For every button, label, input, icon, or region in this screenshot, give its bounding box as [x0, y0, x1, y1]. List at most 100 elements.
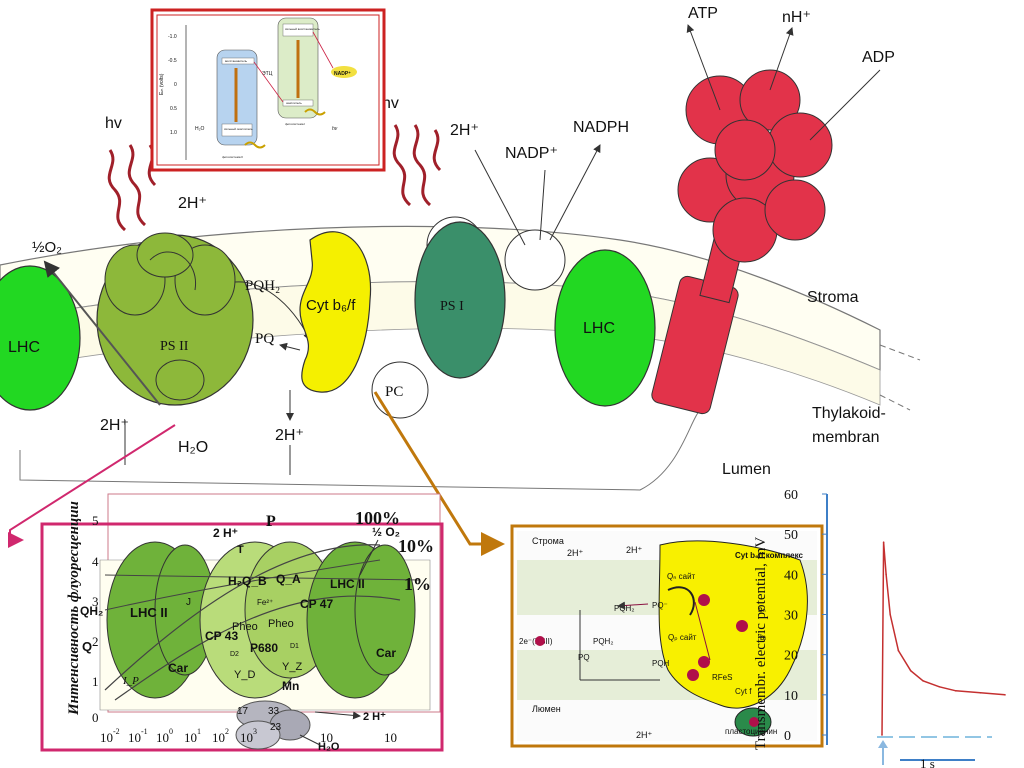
- ps2-ytick-2: 2: [92, 634, 99, 649]
- ps2-h-top: 2H⁺: [178, 195, 207, 212]
- ps2-xtick-2: 10: [156, 730, 169, 745]
- ps2-d2: D2: [230, 651, 239, 658]
- inset-ps2-label: фотосистема II: [222, 155, 243, 159]
- ps2-detail-panel: Интенсивность флуоресценции 5 4 3 2 1 0 …: [40, 493, 444, 753]
- ps2-p100: 100%: [355, 508, 400, 528]
- ps2-lhc-left: LHC II: [130, 605, 168, 620]
- inset-tick-1: -0.5: [168, 58, 177, 64]
- cyt-label: Cyt b₆/f: [306, 297, 356, 314]
- h2o-label: H₂O: [178, 439, 208, 456]
- potential-point: [882, 541, 885, 543]
- cyt-h2: 2H⁺: [626, 545, 643, 555]
- ps2-h-top: 2 H⁺: [213, 526, 238, 540]
- adp-label: ADP: [862, 49, 895, 66]
- inset-nadp: NADP⁺: [334, 71, 351, 77]
- hv-right-label: hv: [382, 95, 399, 112]
- ps2-xtick-3: 10: [184, 730, 197, 745]
- ps2-detail-yaxis: Интенсивность флуоресценции: [66, 501, 82, 716]
- ps2-q: Q: [82, 639, 92, 654]
- cyt-plasto: пластоцианин: [725, 727, 777, 736]
- ps2-d1: D1: [290, 643, 299, 650]
- inset-hv: hν: [332, 126, 338, 132]
- membran-label: membran: [812, 429, 880, 446]
- cyt-h3: 2H⁺: [636, 730, 653, 740]
- ps2-ytick-5: 5: [92, 513, 99, 528]
- ps1-complex: PS I: [414, 216, 566, 379]
- ps2-mn: Mn: [282, 679, 299, 693]
- cyt-complex: Cyt b₆/f комплекс: [735, 551, 803, 560]
- ps2-n17: 17: [237, 706, 249, 717]
- cyt-bl: bₗ: [760, 633, 766, 642]
- inset-ps1-top: сильный восстановитель: [285, 27, 320, 31]
- ps2-xtick-0: 10: [100, 730, 113, 745]
- lhc-right-label: LHC: [583, 320, 615, 337]
- o2-label: ½O₂: [32, 239, 62, 256]
- inset-etc: ЭТЦ: [262, 71, 273, 77]
- nadph-label: NADPH: [573, 119, 629, 136]
- ps2-p1: 1%: [404, 574, 431, 594]
- potential-point: [881, 734, 883, 736]
- inset-tick-2: 0: [174, 82, 177, 88]
- cyt-detail-panel: Строма Люмен Cyt b₆/f комплекс Qₙ сайт Q…: [510, 524, 824, 748]
- thylakoid-label: Thylakoid-: [812, 405, 886, 422]
- cyt-stroma: Строма: [532, 536, 564, 546]
- potential-point: [885, 573, 887, 576]
- hv-right: hv: [382, 95, 442, 207]
- ps2-cp47: CP 47: [300, 597, 333, 611]
- ps2-pheo2: Pheo: [268, 618, 294, 630]
- potential-ylabel: Transmembr. electric potential, mV: [753, 537, 769, 750]
- cyt-bh: bₕ: [758, 605, 766, 614]
- ps2-xexp-2: 0: [169, 727, 173, 736]
- ps1-label: PS I: [440, 299, 464, 314]
- ps2-car2: Car: [376, 646, 396, 660]
- ps2-label: PS II: [160, 339, 189, 354]
- ps2-qb: H₂Q_B: [228, 574, 267, 588]
- inset-tick-4: 1.0: [170, 130, 177, 136]
- potential-point: [897, 649, 900, 652]
- ps1-h-label: 2H⁺: [450, 122, 479, 139]
- potential-series-line: [881, 542, 1006, 736]
- pc-label: PC: [385, 384, 403, 400]
- cyt-h1: 2H⁺: [567, 548, 584, 558]
- ps2-xtick-4: 10: [212, 730, 225, 745]
- inset-ps1-label: фотосистема I: [285, 122, 305, 126]
- nadp-label: NADP⁺: [505, 145, 558, 162]
- ps2-ytick-1: 1: [92, 674, 99, 689]
- ps2-h2o: H₂O: [318, 741, 340, 753]
- pqh2-label: PQH₂: [245, 278, 280, 294]
- cyt-pqh: PQH: [652, 659, 670, 668]
- ps2-yz: Y_Z: [282, 661, 302, 673]
- inset-h2o: H₂O: [195, 126, 205, 132]
- lhc-right: LHC: [554, 249, 656, 407]
- ps2-complex: PS II: [96, 232, 254, 406]
- lumen-h-label: 2H⁺: [275, 427, 304, 444]
- stroma-label: Stroma: [807, 289, 859, 306]
- ps2-xexp-5: 3: [253, 727, 257, 736]
- ps2-fe: Fe²⁺: [257, 598, 273, 607]
- ps2-car1: Car: [168, 661, 188, 675]
- ps2-p10: 10%: [398, 536, 434, 556]
- potential-ytick: 60: [784, 488, 798, 503]
- pq-label: PQ: [255, 331, 274, 347]
- ps2-p-label: P: [266, 513, 276, 530]
- pc-circle: PC: [371, 361, 429, 419]
- ps2-xexp-3: 1: [197, 727, 201, 736]
- potential-ytick: 40: [784, 568, 798, 583]
- ps2-h-out: 2 H⁺: [363, 711, 386, 723]
- nh-label: nH⁺: [782, 9, 811, 26]
- cyt-pq-minus: PQ⁻: [652, 601, 668, 610]
- potential-ytick: 30: [784, 609, 798, 624]
- cyt-lumen: Люмен: [532, 704, 561, 714]
- potential-point: [938, 686, 941, 688]
- hv-left: hv: [105, 115, 157, 232]
- ps2-t: T: [237, 544, 244, 556]
- inset-tick-3: 0.5: [170, 106, 177, 112]
- lhc-left-label: LHC: [8, 339, 40, 356]
- lumen-label: Lumen: [722, 461, 771, 478]
- potential-ytick: 50: [784, 528, 798, 543]
- cyt-cytf: Cyt f: [735, 687, 752, 696]
- potential-point: [1004, 694, 1006, 696]
- potential-ytick: 20: [784, 649, 798, 664]
- ps2-xtick-6: 10: [320, 730, 333, 745]
